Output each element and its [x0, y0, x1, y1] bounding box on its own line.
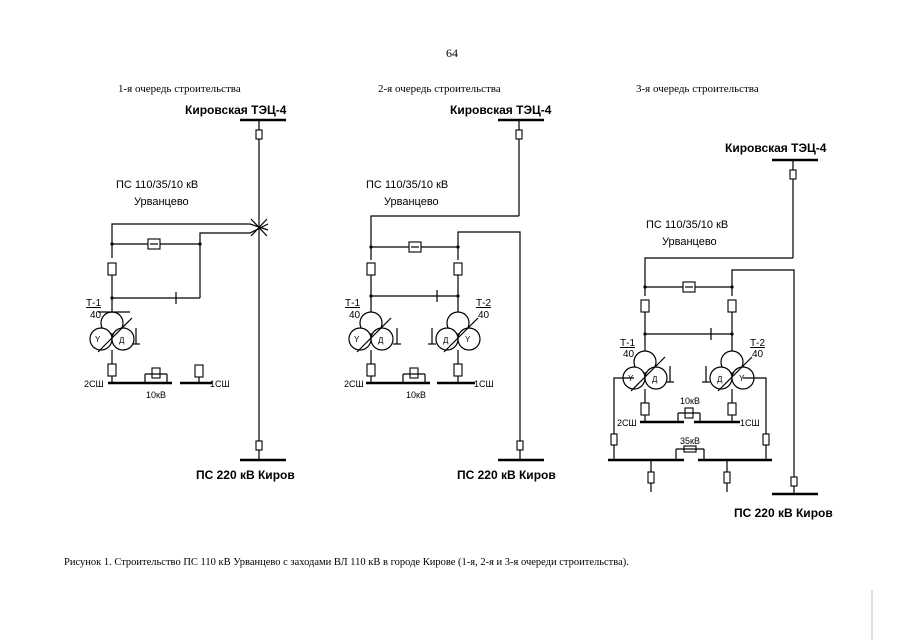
stage-3-substation-line1: ПС 110/35/10 кВ	[646, 219, 728, 231]
stage-2-t2-transformer: Д Y	[428, 311, 481, 353]
figure-caption: Рисунок 1. Строительство ПС 110 кВ Урван…	[64, 557, 629, 568]
svg-text:Д: Д	[443, 336, 449, 345]
stage-1-t1-transformer: Д Y	[89, 311, 140, 353]
stage-3-t2-label: Т-2	[750, 338, 765, 349]
stage-2-source-label: Кировская ТЭЦ-4	[450, 103, 552, 117]
stage-3-t2-rating: 40	[752, 349, 764, 360]
stage-3-10kv: 10кВ	[680, 396, 700, 406]
stage-1-10kv: 10кВ	[146, 390, 166, 400]
stage-3-scheme: 3-я очередь строительства Кировская ТЭЦ-…	[608, 83, 833, 520]
svg-text:Y: Y	[739, 374, 745, 383]
stage-3-t1-label: Т-1	[620, 338, 635, 349]
stage-1-substation-line1: ПС 110/35/10 кВ	[116, 179, 198, 191]
stage-2-t1-label: Т-1	[345, 298, 360, 309]
stage-1-t1-rating: 40	[90, 310, 102, 321]
svg-text:Д: Д	[652, 375, 658, 384]
stage-2-dest-label: ПС 220 кВ Киров	[457, 468, 556, 482]
svg-text:Y: Y	[354, 335, 360, 344]
stage-3-t1-rating: 40	[623, 349, 635, 360]
stage-1-substation-line2: Урванцево	[134, 196, 189, 208]
stage-2-t2-rating: 40	[478, 310, 490, 321]
stage-3-source-label: Кировская ТЭЦ-4	[725, 141, 827, 155]
stage-2-t1-transformer: Д Y	[348, 311, 401, 353]
stage-2-t1-rating: 40	[349, 310, 361, 321]
stage-3-35kv: 35кВ	[680, 436, 700, 446]
stage-3-t2-transformer: Д Y	[702, 350, 755, 392]
stage-3-bus-1sh: 1СШ	[740, 418, 760, 428]
stage-1-title: 1-я очередь строительства	[118, 83, 241, 95]
stage-1-t1-label: Т-1	[86, 298, 101, 309]
stage-2-bus-1sh: 1СШ	[474, 379, 494, 389]
svg-text:Y: Y	[95, 335, 101, 344]
stage-1-dest-label: ПС 220 кВ Киров	[196, 468, 295, 482]
stage-2-substation-line1: ПС 110/35/10 кВ	[366, 179, 448, 191]
stage-3-dest-label: ПС 220 кВ Киров	[734, 506, 833, 520]
stage-1-source-label: Кировская ТЭЦ-4	[185, 103, 287, 117]
svg-text:Y: Y	[465, 335, 471, 344]
stage-3-substation-line2: Урванцево	[662, 236, 717, 248]
svg-text:Д: Д	[717, 375, 723, 384]
stage-1-bus-1sh: 1СШ	[210, 379, 230, 389]
svg-text:Д: Д	[378, 336, 384, 345]
page-number: 64	[446, 46, 458, 60]
stage-2-10kv: 10кВ	[406, 390, 426, 400]
svg-text:Д: Д	[119, 336, 125, 345]
stage-3-title: 3-я очередь строительства	[636, 83, 759, 95]
stage-2-t2-label: Т-2	[476, 298, 491, 309]
stage-1-scheme: 1-я очередь строительства Кировская ТЭЦ-…	[84, 83, 295, 482]
stage-2-substation-line2: Урванцево	[384, 196, 439, 208]
stage-1-bus-2sh: 2СШ	[84, 379, 104, 389]
stage-2-scheme: 2-я очередь строительства Кировская ТЭЦ-…	[344, 83, 556, 482]
stage-2-title: 2-я очередь строительства	[378, 83, 501, 95]
stage-3-bus-2sh: 2СШ	[617, 418, 637, 428]
stage-2-bus-2sh: 2СШ	[344, 379, 364, 389]
